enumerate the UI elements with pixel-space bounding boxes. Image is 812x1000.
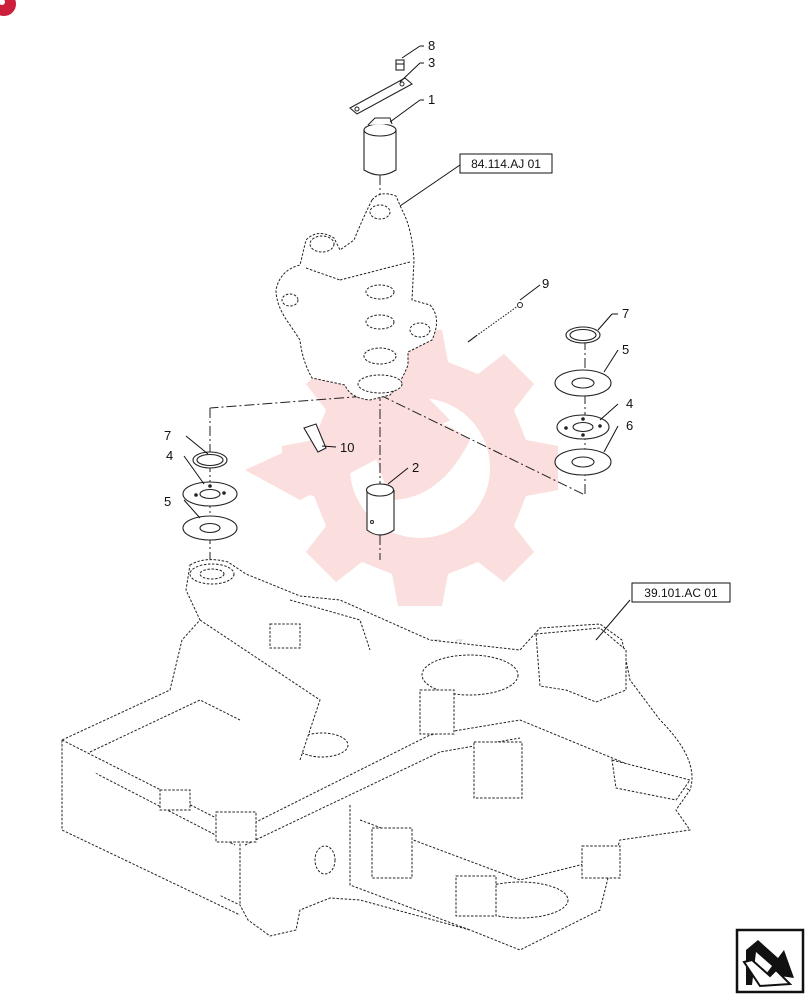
callout-1: 1 [428, 92, 435, 107]
callout-2: 2 [412, 460, 419, 475]
callout-4-left: 4 [166, 448, 173, 463]
callout-6-right: 6 [626, 418, 633, 433]
ring-part-7-right [565, 326, 601, 344]
next-arrow-icon[interactable] [735, 928, 805, 994]
swing-frame [275, 193, 437, 401]
washer-part-5-left [182, 515, 238, 541]
ring-part-7-left [192, 451, 228, 469]
callout-10: 10 [340, 440, 354, 455]
pin-part-1 [363, 117, 397, 176]
callout-4-right: 4 [626, 396, 633, 411]
pin-part-2 [365, 483, 395, 536]
shim-part-4-right [556, 414, 610, 440]
washer-part-6-right [554, 448, 612, 476]
callout-5-right: 5 [622, 342, 629, 357]
washer-part-5-right [554, 369, 612, 397]
reference-box-frame[interactable]: 84.114.AJ 01 [459, 153, 553, 174]
callout-3: 3 [428, 55, 435, 70]
rod-part-9 [467, 302, 523, 343]
reference-label-chassis: 39.101.AC 01 [644, 586, 718, 600]
plate-part-3 [349, 77, 413, 115]
callout-leaders [183, 45, 631, 641]
pin-part-10 [303, 423, 327, 453]
callout-8: 8 [428, 38, 435, 53]
shim-part-4-left [182, 481, 238, 507]
callout-5-left: 5 [164, 494, 171, 509]
reference-label-frame: 84.114.AJ 01 [471, 157, 541, 171]
red-circle-icon [0, 0, 16, 16]
callout-7-right: 7 [622, 306, 629, 321]
callout-9: 9 [542, 276, 549, 291]
bolt-part-8 [395, 59, 405, 71]
chassis-frame [61, 559, 693, 951]
reference-box-chassis[interactable]: 39.101.AC 01 [631, 582, 731, 603]
callout-7-left: 7 [164, 428, 171, 443]
